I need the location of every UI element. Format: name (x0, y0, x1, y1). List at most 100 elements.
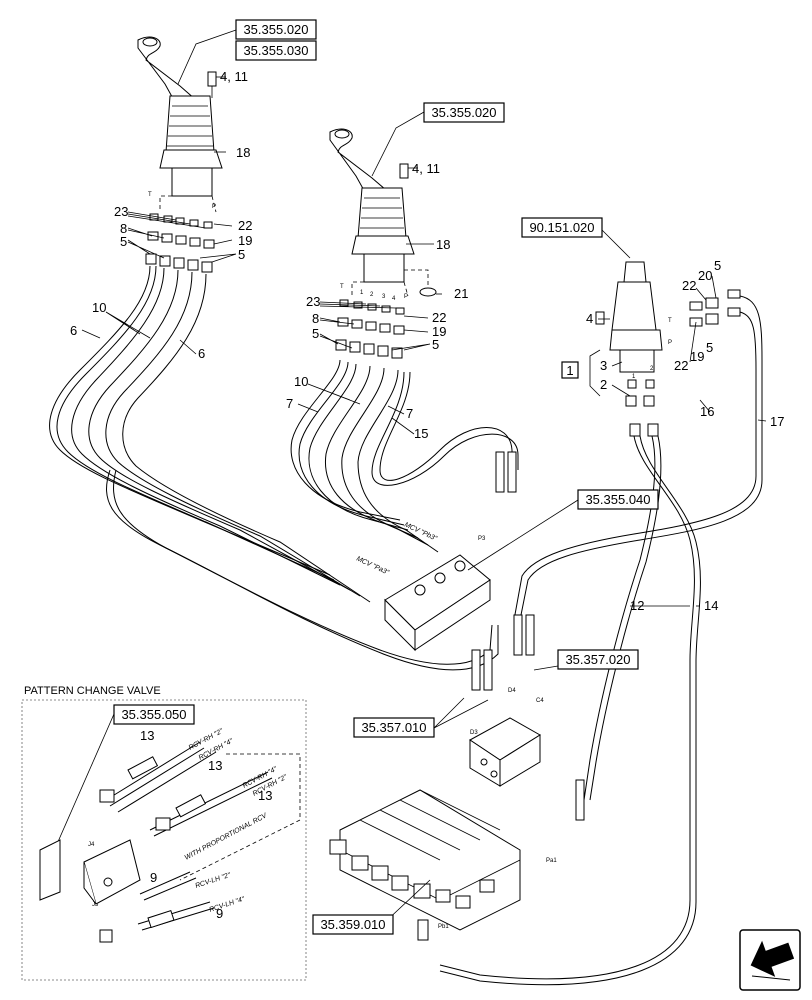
svg-text:35.359.010: 35.359.010 (320, 917, 385, 932)
callout-labels: 4, 11 18 23 8 5 22 19 5 10 6 6 4, 11 18 … (70, 69, 784, 921)
leader-lines (49, 29, 767, 925)
inset-title: PATTERN CHANGE VALVE (24, 685, 161, 697)
svg-text:35.355.030: 35.355.030 (243, 43, 308, 58)
svg-text:RCV-LH "2": RCV-LH "2" (194, 872, 231, 890)
svg-text:5: 5 (432, 337, 439, 352)
svg-text:18: 18 (236, 145, 250, 160)
manifold-block-lower (469, 717, 541, 787)
item-1-bracket (589, 349, 601, 397)
svg-text:T: T (340, 284, 344, 290)
svg-text:P: P (212, 204, 216, 210)
svg-text:19: 19 (238, 233, 252, 248)
svg-text:6: 6 (198, 346, 205, 361)
ref-box-35-357-020[interactable]: 35.357.020 (557, 649, 639, 670)
svg-text:7: 7 (406, 406, 413, 421)
svg-text:8: 8 (312, 311, 319, 326)
ref-box-35-355-040[interactable]: 35.355.040 (577, 489, 659, 510)
svg-text:Pb1: Pb1 (438, 924, 449, 930)
pattern-change-valve-inset: PATTERN CHANGE VALVE 35.355.050 RCV-RH "… (21, 685, 307, 981)
svg-text:MCV "Pa3": MCV "Pa3" (355, 555, 390, 576)
svg-text:13: 13 (258, 788, 272, 803)
svg-text:35.355.040: 35.355.040 (585, 492, 650, 507)
ref-box-35-355-030[interactable]: 35.355.030 (235, 40, 317, 61)
hose-tags: MCV "Pb3" MCV "Pa3" (355, 521, 438, 576)
ref-box-35-357-010[interactable]: 35.357.010 (353, 717, 435, 738)
svg-text:3: 3 (382, 294, 386, 300)
svg-text:22: 22 (682, 278, 696, 293)
svg-text:17: 17 (770, 414, 784, 429)
svg-text:35.355.050: 35.355.050 (121, 707, 186, 722)
svg-text:T: T (148, 192, 152, 198)
svg-text:4, 11: 4, 11 (220, 69, 248, 84)
svg-text:1: 1 (632, 374, 636, 380)
svg-text:35.357.010: 35.357.010 (361, 720, 426, 735)
svg-text:10: 10 (294, 374, 308, 389)
svg-text:5: 5 (238, 247, 245, 262)
svg-text:J4: J4 (88, 842, 95, 848)
svg-text:Pa1: Pa1 (546, 858, 557, 864)
arrow-nav-icon[interactable] (739, 929, 801, 991)
svg-text:3: 3 (600, 358, 607, 373)
svg-text:J3: J3 (92, 902, 99, 908)
svg-text:5: 5 (312, 326, 319, 341)
svg-text:35.355.020: 35.355.020 (243, 22, 308, 37)
svg-text:35.355.020: 35.355.020 (431, 105, 496, 120)
svg-text:19: 19 (432, 324, 446, 339)
svg-text:C4: C4 (536, 698, 544, 704)
svg-text:4: 4 (392, 296, 396, 302)
item-box-1[interactable]: 1 (561, 361, 579, 379)
svg-text:D4: D4 (508, 688, 516, 694)
center-joystick (329, 128, 437, 297)
svg-text:5: 5 (120, 234, 127, 249)
svg-text:5: 5 (714, 258, 721, 273)
svg-text:4, 11: 4, 11 (412, 161, 440, 176)
pilot-valve-right (595, 261, 741, 437)
ref-box-35-355-020-center[interactable]: 35.355.020 (423, 102, 505, 123)
svg-text:P3: P3 (478, 536, 486, 542)
svg-text:2: 2 (650, 366, 654, 372)
svg-text:14: 14 (704, 598, 718, 613)
ref-box-35-359-010[interactable]: 35.359.010 (312, 914, 394, 935)
svg-text:2: 2 (600, 377, 607, 392)
svg-text:19: 19 (690, 349, 704, 364)
svg-text:13: 13 (208, 758, 222, 773)
svg-text:15: 15 (414, 426, 428, 441)
svg-text:21: 21 (454, 286, 468, 301)
svg-text:10: 10 (92, 300, 106, 315)
svg-text:5: 5 (706, 340, 713, 355)
svg-text:12: 12 (630, 598, 644, 613)
svg-text:9: 9 (216, 906, 223, 921)
ref-box-35-355-020-top[interactable]: 35.355.020 (235, 19, 317, 40)
svg-text:6: 6 (70, 323, 77, 338)
left-joystick (137, 36, 223, 213)
svg-text:9: 9 (150, 870, 157, 885)
port-labels: T P T P 1 2 3 4 T P 1 2 P3 Pa1 Pb1 D4 C4… (88, 192, 672, 930)
svg-text:22: 22 (238, 218, 252, 233)
center-joystick-fittings (335, 299, 405, 359)
ref-box-35-355-050[interactable]: 35.355.050 (113, 704, 195, 725)
svg-text:4: 4 (586, 311, 593, 326)
main-control-valve (329, 789, 521, 931)
svg-text:D3: D3 (470, 730, 478, 736)
hose-crimps (417, 451, 585, 941)
ref-box-90-151-020[interactable]: 90.151.020 (521, 217, 603, 238)
hoses (49, 265, 763, 986)
svg-text:P: P (668, 340, 672, 346)
svg-text:23: 23 (114, 204, 128, 219)
svg-text:RCV-LH "4": RCV-LH "4" (208, 896, 245, 914)
svg-text:23: 23 (306, 294, 320, 309)
svg-text:2: 2 (370, 292, 374, 298)
svg-text:16: 16 (700, 404, 714, 419)
svg-text:35.357.020: 35.357.020 (565, 652, 630, 667)
svg-text:7: 7 (286, 396, 293, 411)
svg-text:8: 8 (120, 221, 127, 236)
svg-text:20: 20 (698, 268, 712, 283)
left-joystick-fittings (145, 213, 215, 273)
svg-text:T: T (668, 318, 672, 324)
svg-text:90.151.020: 90.151.020 (529, 220, 594, 235)
svg-text:1: 1 (566, 363, 573, 378)
svg-text:22: 22 (674, 358, 688, 373)
svg-text:P: P (404, 294, 408, 300)
manifold-block-upper (384, 554, 491, 652)
